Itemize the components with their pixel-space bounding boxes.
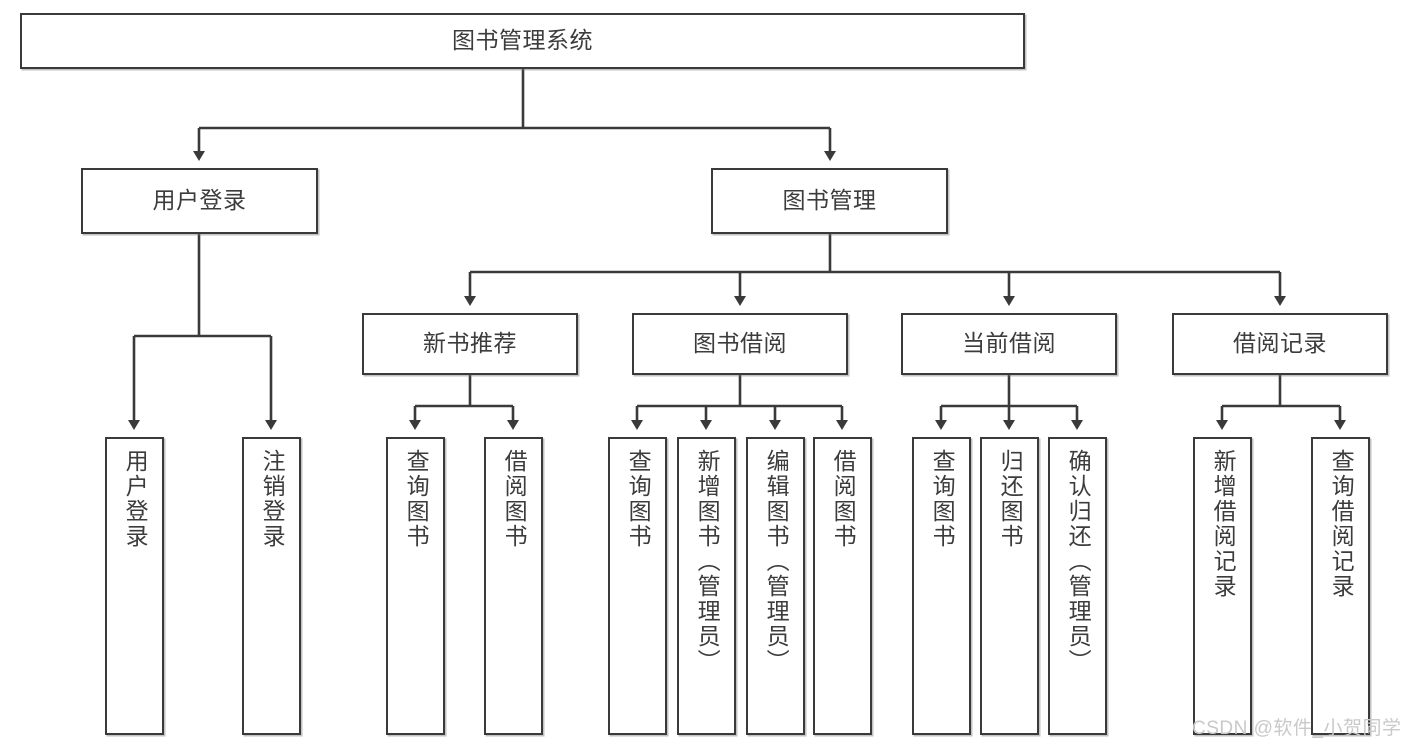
node-leaf-query-book-recommend-label: 查询图书 <box>403 449 430 549</box>
node-leaf-borrow-book[interactable]: 借阅图书 <box>813 437 872 735</box>
node-leaf-query-book-label: 查询图书 <box>625 449 652 549</box>
node-leaf-confirm-return[interactable]: 确认归还（管理员） <box>1048 437 1107 735</box>
node-leaf-query-book-recommend[interactable]: 查询图书 <box>386 437 445 735</box>
node-book-borrow[interactable]: 图书借阅 <box>632 313 848 375</box>
node-user-login-label: 用户登录 <box>152 187 247 214</box>
node-leaf-query-book-current[interactable]: 查询图书 <box>912 437 971 735</box>
node-new-book-recommend-label: 新书推荐 <box>423 330 517 357</box>
node-root-label: 图书管理系统 <box>452 27 593 54</box>
node-leaf-add-borrow-record-label: 新增借阅记录 <box>1210 449 1237 599</box>
node-leaf-query-borrow-record-label: 查询借阅记录 <box>1328 449 1355 599</box>
node-leaf-query-borrow-record[interactable]: 查询借阅记录 <box>1311 437 1370 735</box>
node-current-borrow-label: 当前借阅 <box>962 330 1056 357</box>
node-leaf-return-book-label: 归还图书 <box>997 449 1024 549</box>
node-borrow-record-label: 借阅记录 <box>1233 330 1327 357</box>
node-leaf-add-book[interactable]: 新增图书（管理员） <box>677 437 736 735</box>
node-leaf-logout-label: 注销登录 <box>259 449 286 549</box>
node-leaf-borrow-book-recommend[interactable]: 借阅图书 <box>484 437 543 735</box>
node-leaf-logout[interactable]: 注销登录 <box>242 437 301 735</box>
watermark: CSDN @软件_小贺同学 <box>1192 718 1402 739</box>
node-leaf-user-login[interactable]: 用户登录 <box>105 437 164 735</box>
node-root[interactable]: 图书管理系统 <box>20 13 1025 69</box>
node-leaf-borrow-book-recommend-label: 借阅图书 <box>501 449 528 549</box>
node-leaf-query-book[interactable]: 查询图书 <box>608 437 667 735</box>
node-leaf-user-login-label: 用户登录 <box>122 449 149 549</box>
node-leaf-edit-book-label: 编辑图书（管理员） <box>763 449 790 674</box>
node-book-manage[interactable]: 图书管理 <box>711 168 948 234</box>
node-book-manage-label: 图书管理 <box>782 187 877 214</box>
node-new-book-recommend[interactable]: 新书推荐 <box>362 313 578 375</box>
node-borrow-record[interactable]: 借阅记录 <box>1172 313 1388 375</box>
node-leaf-add-book-label: 新增图书（管理员） <box>694 449 721 674</box>
node-leaf-add-borrow-record[interactable]: 新增借阅记录 <box>1193 437 1252 735</box>
node-leaf-borrow-book-label: 借阅图书 <box>830 449 857 549</box>
node-current-borrow[interactable]: 当前借阅 <box>901 313 1117 375</box>
node-leaf-confirm-return-label: 确认归还（管理员） <box>1065 449 1092 674</box>
node-leaf-return-book[interactable]: 归还图书 <box>980 437 1039 735</box>
node-book-borrow-label: 图书借阅 <box>693 330 787 357</box>
node-leaf-query-book-current-label: 查询图书 <box>929 449 956 549</box>
node-leaf-edit-book[interactable]: 编辑图书（管理员） <box>746 437 805 735</box>
node-user-login[interactable]: 用户登录 <box>81 168 318 234</box>
